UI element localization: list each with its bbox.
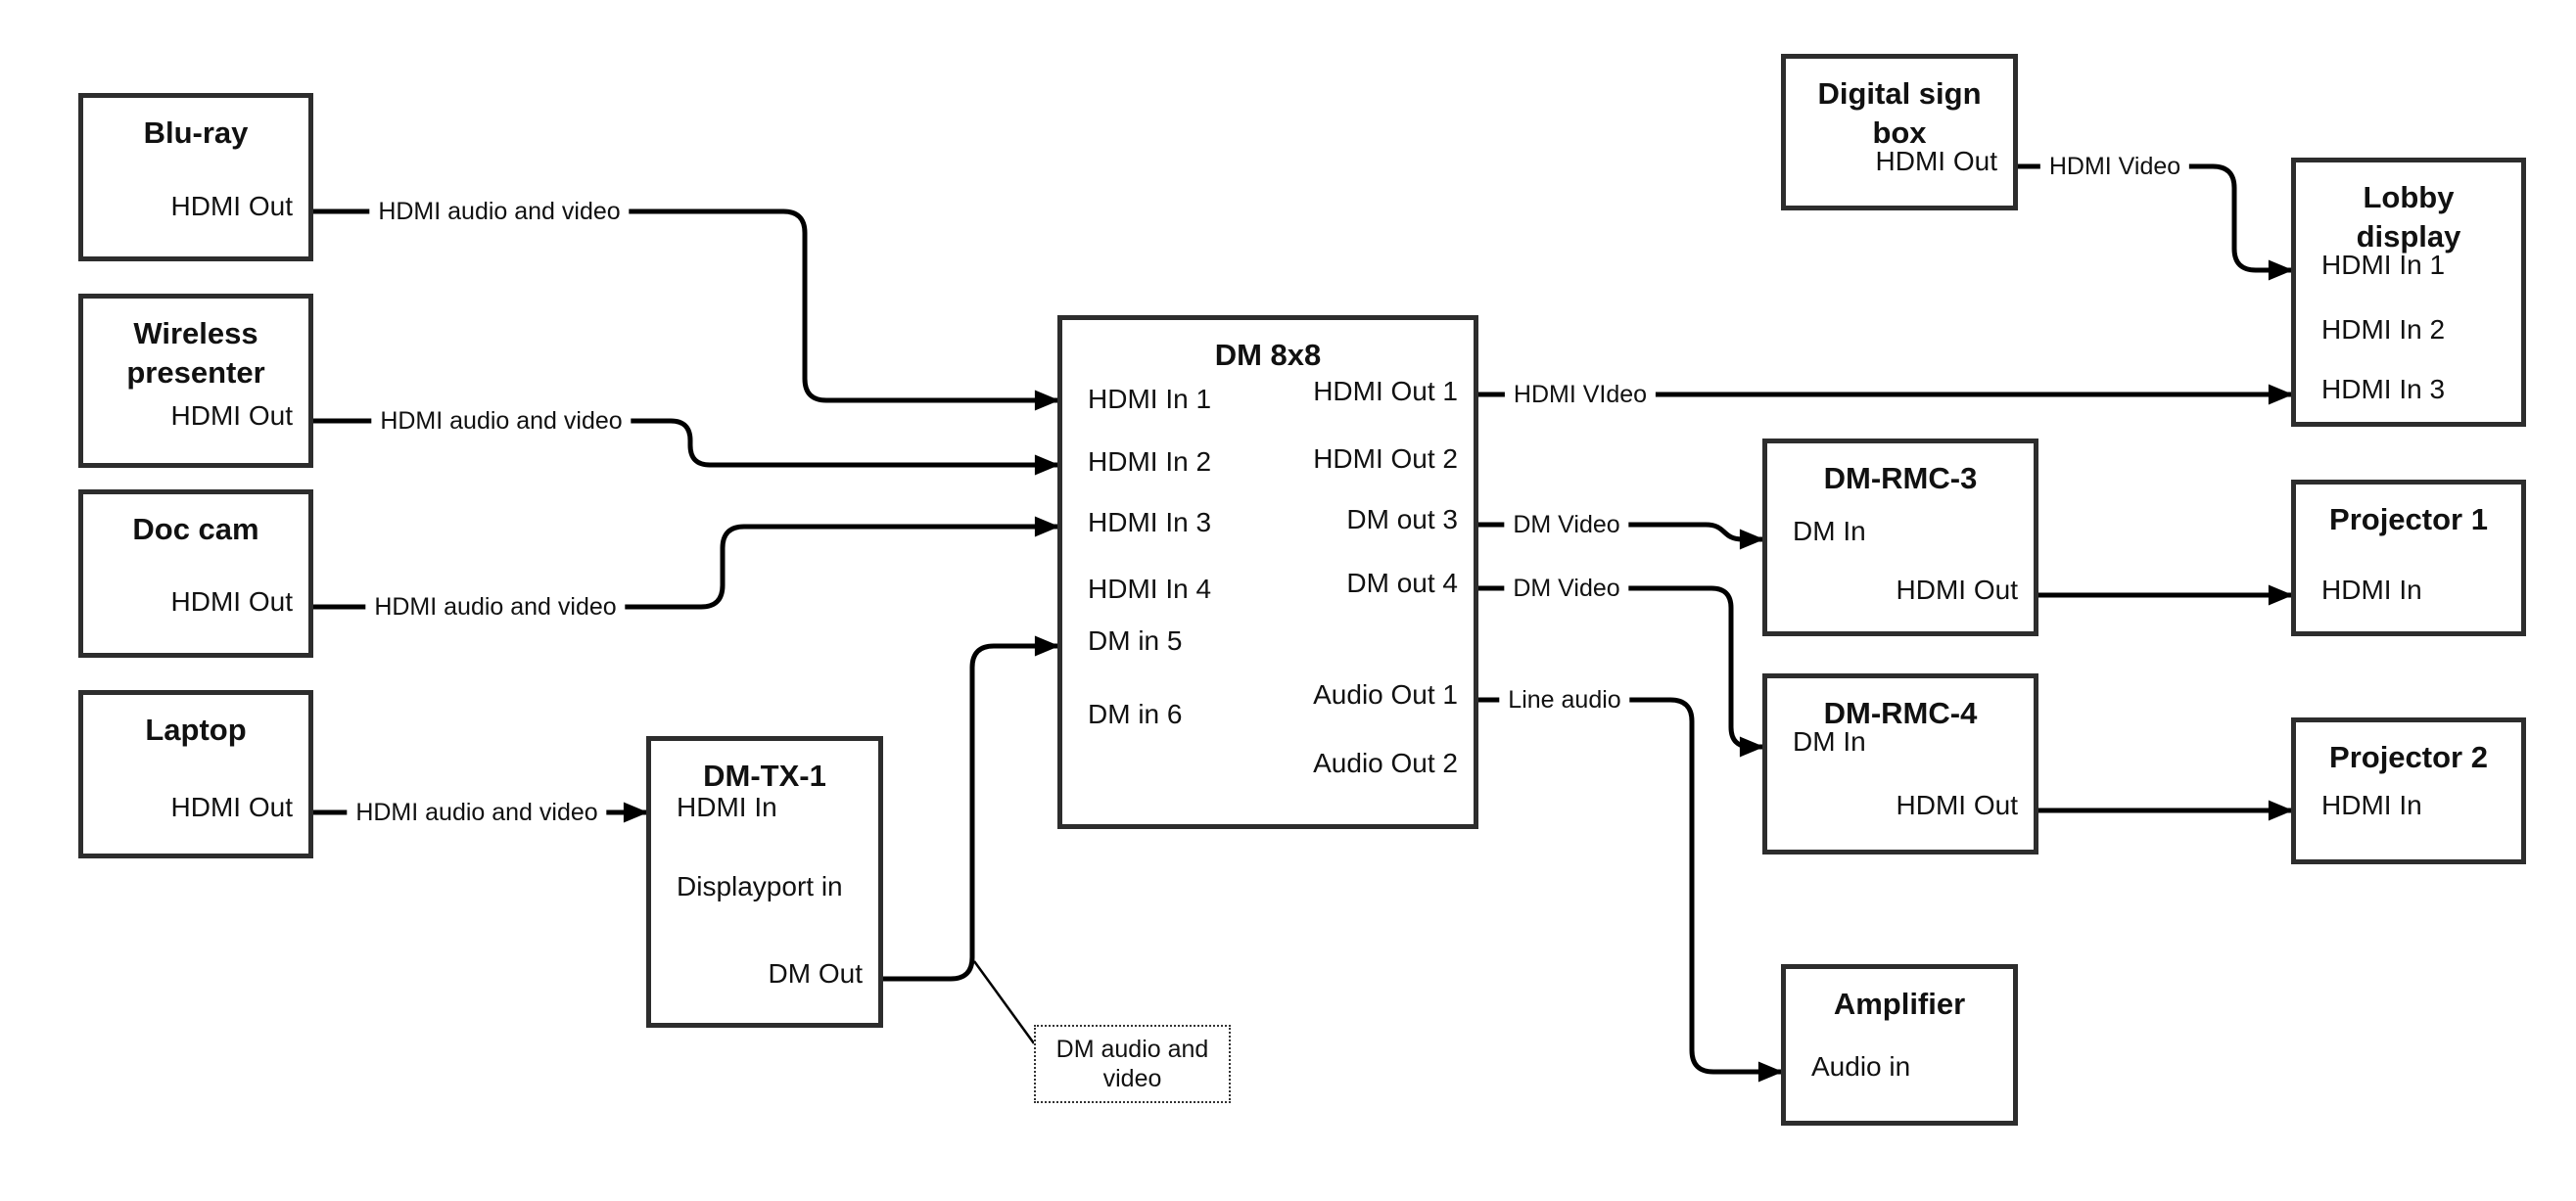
node-title-wireless-presenter: Wireless presenter <box>126 316 265 390</box>
wire-label-c6: HDMI VIdeo <box>1504 378 1657 411</box>
node-title-dm-rmc-4: DM-RMC-4 <box>1823 696 1978 730</box>
wire-label-c9: Line audio <box>1499 683 1630 716</box>
node-title-laptop: Laptop <box>145 713 247 747</box>
node-title-blu-ray: Blu-ray <box>143 115 249 150</box>
wire-label-c4: HDMI audio and video <box>347 796 607 829</box>
wire-label-c12: HDMI Video <box>2039 150 2190 183</box>
port-dm-tx-1-dm-out: DM Out <box>768 958 863 989</box>
wire-c5-dm-tx-1-dm-out-to-dm-8x8-dm-in-5 <box>883 635 1060 982</box>
wire-label-c1: HDMI audio and video <box>369 195 630 228</box>
port-dm-8x8-dm-out-3: DM out 3 <box>1346 504 1458 534</box>
port-dm-8x8-hdmi-out-1: HDMI Out 1 <box>1313 376 1458 406</box>
port-dm-rmc-4-hdmi-out: HDMI Out <box>1896 790 2018 820</box>
node-title-projector-1: Projector 1 <box>2329 502 2488 536</box>
port-dm-8x8-hdmi-out-2: HDMI Out 2 <box>1313 443 1458 474</box>
node-title-amplifier: Amplifier <box>1833 987 1966 1021</box>
node-projector-2: Projector 2 HDMI In <box>2291 717 2526 864</box>
port-dm-8x8-hdmi-in-4: HDMI In 4 <box>1088 574 1212 604</box>
wire-c12-digital-sign-box-hdmi-out-to-lobby-display-hdmi-in-1 <box>2018 163 2294 281</box>
wire-c7-dm-8x8-dm-out-3-to-dm-rmc-3-dm-in <box>1478 522 1765 550</box>
node-title-lobby-display: Lobby display <box>2356 180 2461 254</box>
wire-label-c2: HDMI audio and video <box>371 404 632 438</box>
wire-c8-dm-8x8-dm-out-4-to-dm-rmc-4-dm-in <box>1478 585 1765 758</box>
port-amplifier-audio-in: Audio in <box>1811 1051 1911 1082</box>
port-projector-2-hdmi-in: HDMI In <box>2321 790 2422 820</box>
wire-label-c7: DM Video <box>1504 508 1629 541</box>
callout-leader-line <box>972 960 1036 1044</box>
port-dm-8x8-hdmi-in-1: HDMI In 1 <box>1088 384 1212 414</box>
port-dm-8x8-hdmi-in-3: HDMI In 3 <box>1088 507 1212 537</box>
wire-c3-doc-cam-hdmi-out-to-dm-8x8-hdmi-in-3 <box>313 516 1060 610</box>
node-title-digital-sign-box: Digital sign box <box>1817 76 1982 150</box>
port-projector-1-hdmi-in: HDMI In <box>2321 575 2422 605</box>
port-dm-8x8-dm-in-5: DM in 5 <box>1088 625 1183 656</box>
wire-c1-blu-ray-hdmi-out-to-dm-8x8-hdmi-in-1 <box>313 208 1060 411</box>
port-lobby-display-hdmi-in-1: HDMI In 1 <box>2321 250 2446 280</box>
wire-label-c8: DM Video <box>1504 572 1629 605</box>
port-dm-rmc-3-hdmi-out: HDMI Out <box>1896 575 2018 605</box>
callout-dm-audio-video: DM audio and video <box>1034 1025 1231 1103</box>
node-title-dm-tx-1: DM-TX-1 <box>703 759 826 793</box>
callout-text: DM audio and video <box>1055 1036 1209 1092</box>
port-dm-8x8-audio-out-2: Audio Out 2 <box>1313 748 1458 778</box>
port-dm-tx-1-hdmi-in: HDMI In <box>677 792 777 822</box>
node-title-dm-8x8: DM 8x8 <box>1214 338 1322 372</box>
port-dm-rmc-4-dm-in: DM In <box>1793 726 1866 757</box>
port-doc-cam-hdmi-out: HDMI Out <box>170 586 293 617</box>
port-laptop-hdmi-out: HDMI Out <box>170 792 293 822</box>
port-lobby-display-hdmi-in-3: HDMI In 3 <box>2321 374 2446 404</box>
port-dm-8x8-audio-out-1: Audio Out 1 <box>1313 679 1458 710</box>
node-title-projector-2: Projector 2 <box>2329 740 2488 774</box>
node-dm-rmc-3: DM-RMC-3 DM In HDMI Out <box>1762 439 2038 636</box>
wire-c9-dm-8x8-audio-out-1-to-amplifier-audio-in <box>1478 697 1784 1083</box>
node-projector-1: Projector 1 HDMI In <box>2291 480 2526 636</box>
port-digital-sign-box-hdmi-out: HDMI Out <box>1875 146 1997 176</box>
port-lobby-display-hdmi-in-2: HDMI In 2 <box>2321 314 2446 345</box>
port-dm-8x8-dm-in-6: DM in 6 <box>1088 699 1183 729</box>
port-blu-ray-hdmi-out: HDMI Out <box>170 191 293 221</box>
node-title-dm-rmc-3: DM-RMC-3 <box>1823 461 1978 495</box>
wire-c2-wireless-presenter-hdmi-out-to-dm-8x8-hdmi-in-2 <box>313 418 1060 476</box>
port-dm-8x8-dm-out-4: DM out 4 <box>1346 568 1458 598</box>
node-title-doc-cam: Doc cam <box>132 512 259 546</box>
port-dm-tx-1-displayport-in: Displayport in <box>677 871 843 901</box>
port-dm-8x8-hdmi-in-2: HDMI In 2 <box>1088 446 1212 477</box>
port-dm-rmc-3-dm-in: DM In <box>1793 516 1866 546</box>
wire-label-c3: HDMI audio and video <box>365 590 626 624</box>
port-wireless-presenter-hdmi-out: HDMI Out <box>170 400 293 431</box>
